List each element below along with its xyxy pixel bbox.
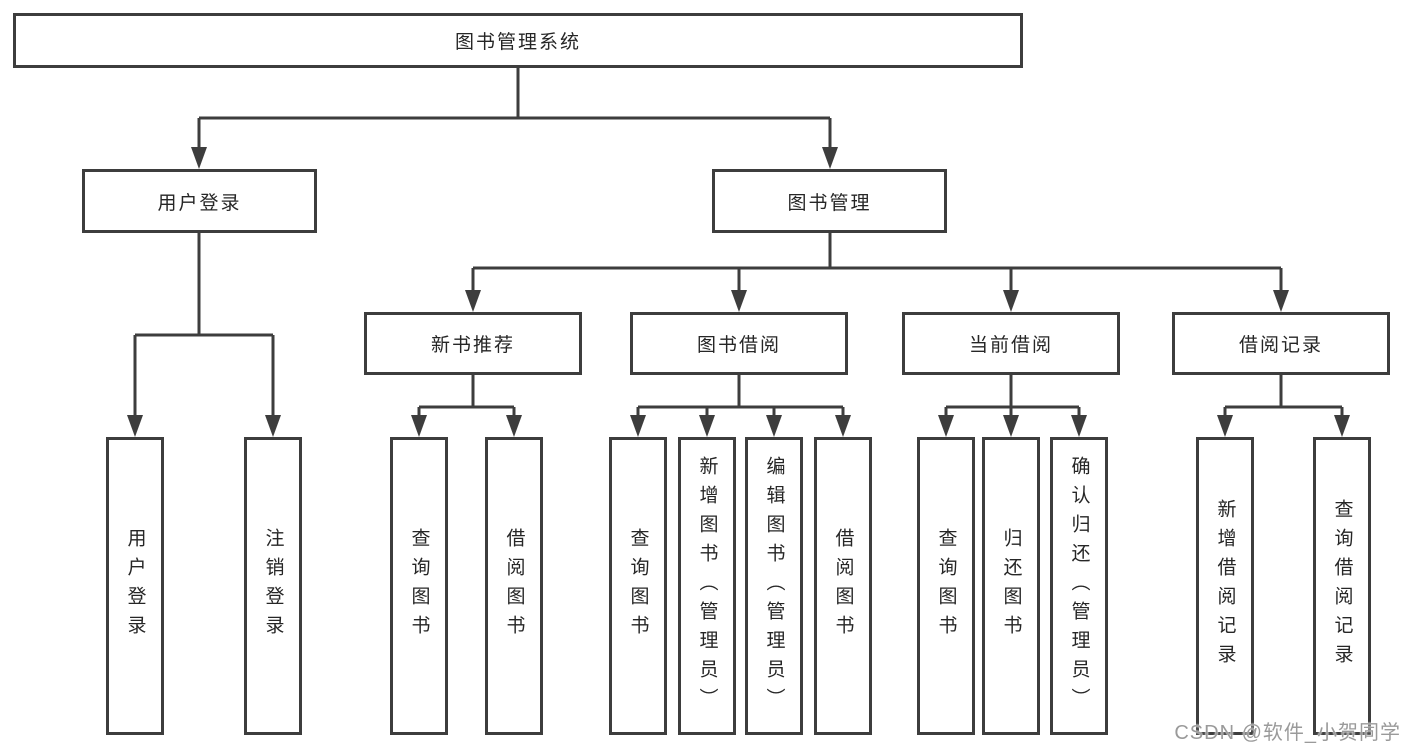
- node-book-borrowing: 图书借阅: [630, 312, 848, 375]
- node-new-book-recommendation: 新书推荐: [364, 312, 582, 375]
- leaf-confirm-return-admin: 确认归还（管理员）: [1050, 437, 1108, 735]
- leaf-query-books-current: 查询图书: [917, 437, 975, 735]
- node-borrowing-records: 借阅记录: [1172, 312, 1390, 375]
- node-root: 图书管理系统: [13, 13, 1023, 68]
- node-book-management: 图书管理: [712, 169, 947, 233]
- node-user-login: 用户登录: [82, 169, 317, 233]
- leaf-return-books: 归还图书: [982, 437, 1040, 735]
- leaf-edit-book-admin: 编辑图书（管理员）: [745, 437, 803, 735]
- leaf-query-books-recommend: 查询图书: [390, 437, 448, 735]
- leaf-query-borrow-record: 查询借阅记录: [1313, 437, 1371, 735]
- leaf-add-borrow-record: 新增借阅记录: [1196, 437, 1254, 735]
- leaf-borrow-books-recommend: 借阅图书: [485, 437, 543, 735]
- node-current-borrowing: 当前借阅: [902, 312, 1120, 375]
- leaf-user-login: 用户登录: [106, 437, 164, 735]
- leaf-borrow-books-borrowing: 借阅图书: [814, 437, 872, 735]
- watermark: CSDN @软件_小贺同学: [1174, 722, 1401, 744]
- leaf-query-books-borrowing: 查询图书: [609, 437, 667, 735]
- leaf-add-book-admin: 新增图书（管理员）: [678, 437, 736, 735]
- leaf-logout: 注销登录: [244, 437, 302, 735]
